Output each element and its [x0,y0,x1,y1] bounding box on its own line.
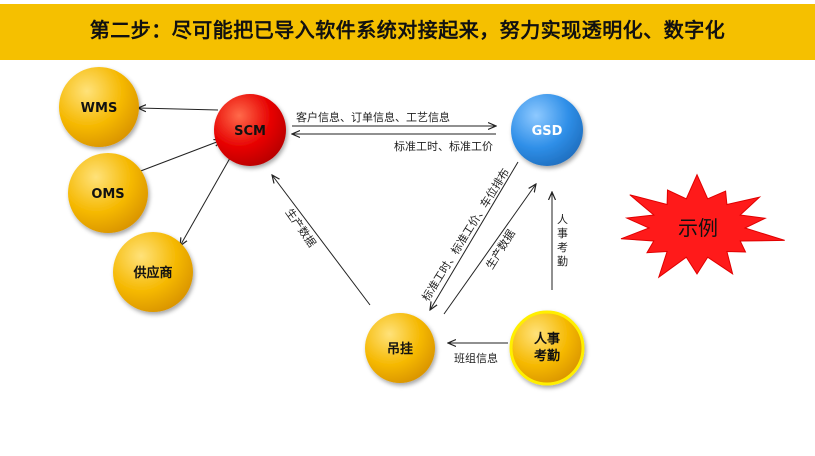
edge-scm-to-wms [138,108,219,110]
explosion-star-icon [620,173,785,279]
edge-label-scm-to-gsd: 客户信息、订单信息、工艺信息 [296,110,450,124]
edge-gsd-to-hanger [430,161,519,310]
node-hanger: 吊挂 [365,313,435,383]
node-label-scm: SCM [234,124,266,139]
example-badge: 示例 [620,173,785,279]
node-oms: OMS [68,153,148,233]
edge-scm-to-supplier [180,157,231,246]
edge-label-hanger-to-scm: 生产数据 [283,206,320,250]
title-banner [0,4,815,60]
node-label-hanger: 吊挂 [387,341,413,357]
edge-label-hr-to-gsd-char-1: 人 [557,213,568,226]
page-title: 第二步：尽可能把已导入软件系统对接起来，努力实现透明化、数字化 [89,18,726,42]
example-badge-label: 示例 [678,216,718,240]
node-label-gsd: GSD [532,124,563,139]
edge-label-hr-to-hanger: 班组信息 [454,351,498,365]
node-hr-attendance: 人事 考勤 [509,310,585,386]
edge-label-gsd-to-scm: 标准工时、标准工价 [394,139,493,153]
node-label-supplier: 供应商 [132,265,172,281]
edge-oms-to-scm [137,140,222,173]
node-label-wms: WMS [81,101,118,116]
edge-label-hanger-to-gsd: 生产数据 [483,227,518,272]
edge-label-hr-to-gsd-char-4: 勤 [557,255,568,268]
edge-hanger-to-scm [272,175,371,306]
node-label-hr-line-2: 考勤 [534,348,560,364]
node-wms: WMS [59,67,139,147]
node-label-oms: OMS [91,187,124,202]
node-scm: SCM [214,94,286,166]
edge-label-hr-to-gsd-char-2: 事 [557,227,568,240]
node-label-hr-line-1: 人事 [534,331,560,347]
edge-label-hr-to-gsd: 人 事 考 勤 [557,213,568,268]
edge-hanger-to-gsd [443,184,536,315]
edge-label-hr-to-gsd-char-3: 考 [557,241,568,254]
node-supplier: 供应商 [113,232,193,312]
node-gsd: GSD [511,94,583,166]
